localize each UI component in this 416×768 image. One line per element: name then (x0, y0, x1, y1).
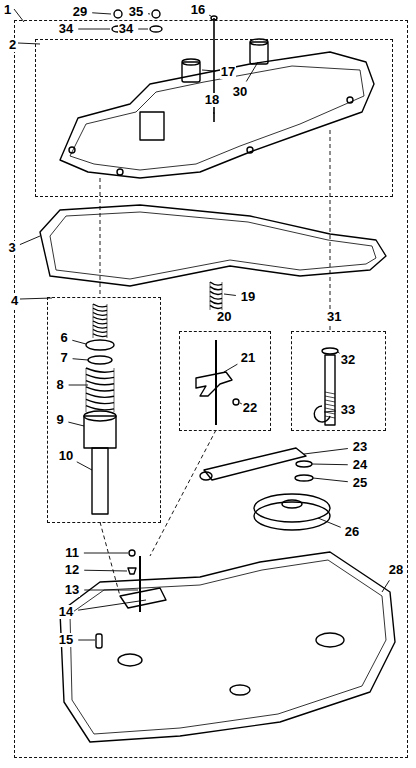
callout-number: 11 (64, 546, 80, 560)
spring-coil (210, 296, 222, 299)
spring-coil (93, 308, 107, 311)
leader-line (92, 13, 111, 14)
callout-number: 33 (340, 403, 356, 417)
leader-line (324, 411, 336, 413)
spring-coil (86, 381, 114, 385)
leader-line (246, 62, 258, 82)
callout-number: 7 (59, 351, 68, 365)
leader-line (78, 29, 110, 30)
spring-coil (86, 393, 114, 397)
top-cover (60, 39, 374, 178)
leader-line (224, 364, 237, 372)
leader-line (84, 553, 128, 554)
leader-line (18, 43, 40, 44)
leader-line (69, 385, 88, 386)
spring-coil (93, 330, 107, 333)
spring-coil (86, 387, 114, 391)
callout-number: 35 (128, 5, 144, 19)
assembly-number: 20 (216, 310, 232, 324)
spring-coil (210, 305, 222, 308)
spring-coil (93, 321, 107, 324)
leader-line (209, 15, 211, 17)
spring-coil (210, 282, 222, 285)
assembly-number: 1 (3, 3, 12, 17)
spring-coil (93, 325, 107, 328)
leader-line (318, 518, 341, 527)
leader-line (304, 449, 348, 454)
callout-number: 22 (242, 401, 258, 415)
spring-coil (93, 313, 107, 316)
leader-line (77, 462, 92, 470)
callout-number: 15 (58, 633, 74, 647)
leader-line (138, 29, 148, 30)
subassembly-group: 2 (35, 39, 393, 197)
leader-line (78, 640, 95, 641)
leader-line (68, 422, 84, 426)
callout-number: 32 (340, 353, 356, 367)
callout-number: 34 (58, 22, 74, 36)
spring-coil (93, 317, 107, 320)
callout-number: 9 (55, 413, 64, 427)
callout-number: 21 (240, 351, 256, 365)
callout-number: 28 (388, 563, 404, 577)
callout-number: 23 (352, 440, 368, 454)
callout-number: 10 (58, 449, 74, 463)
spring-coil (210, 301, 222, 304)
callout-number: 26 (344, 525, 360, 539)
leader-line (84, 570, 127, 572)
spring-coil (86, 406, 114, 410)
callout-number: 29 (72, 5, 88, 19)
leader-line (224, 294, 236, 295)
callout-number: 3 (7, 241, 16, 255)
callout-number: 34 (118, 22, 134, 36)
callout-number: 19 (240, 290, 256, 304)
assembly-number: 2 (8, 38, 17, 52)
leader-line (72, 340, 86, 344)
subassembly-group: 20 (179, 331, 271, 431)
spring-coil (86, 374, 114, 378)
assembly-number: 31 (326, 310, 342, 324)
leader-line (20, 236, 40, 245)
callout-number: 17 (220, 65, 236, 79)
assembly-number: 4 (10, 294, 19, 308)
callout-number: 12 (64, 563, 80, 577)
spring-coil (210, 291, 222, 294)
spring-coil (93, 304, 107, 307)
leader-line (78, 600, 146, 610)
leader-line (202, 70, 216, 71)
spring-coil (86, 399, 114, 403)
callout-number: 30 (232, 85, 248, 99)
callout-number: 6 (59, 331, 68, 345)
callout-number: 13 (64, 583, 80, 597)
callout-number: 18 (204, 93, 220, 107)
leader-line (148, 13, 150, 14)
callout-number: 16 (190, 3, 206, 17)
leader-line (313, 478, 348, 482)
leader-line (312, 464, 348, 466)
callout-number: 8 (55, 378, 64, 392)
callout-number: 25 (352, 476, 368, 490)
spring-coil (210, 287, 222, 290)
callout-number: 24 (352, 458, 368, 472)
leader-line (73, 359, 88, 360)
leader-line (84, 590, 138, 591)
spring-coil (93, 334, 107, 337)
leader-line (213, 112, 214, 114)
subassembly-group: 31 (291, 331, 386, 431)
assembly-group: 1242031 (14, 20, 408, 758)
callout-number: 14 (58, 605, 74, 619)
leader-line (382, 580, 389, 592)
spring-coil (86, 368, 114, 372)
